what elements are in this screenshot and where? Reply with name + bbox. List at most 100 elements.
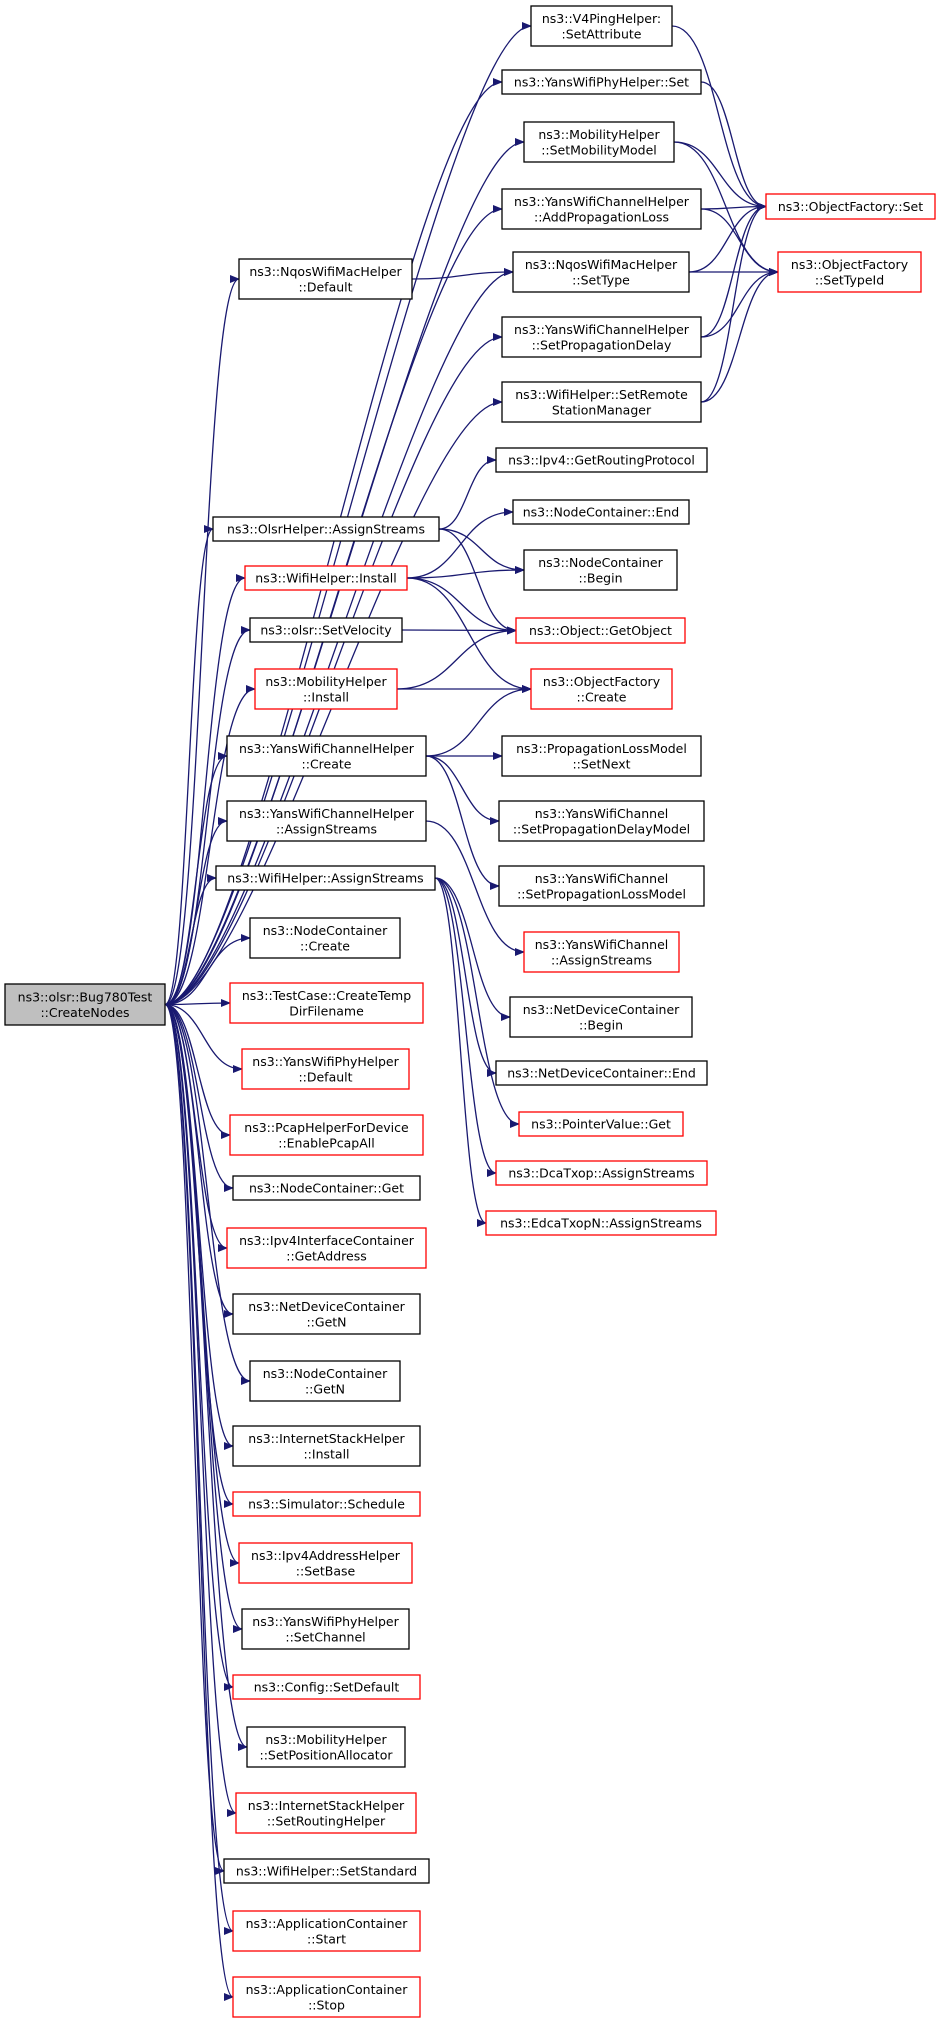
function-node-yphydefault[interactable]: ns3::YansWifiPhyHelper::Default [241,1048,410,1090]
edge [164,1003,234,1691]
edge [164,574,246,1006]
call-edge-root-to-appstop [164,1003,234,2001]
function-node-plmsetnext[interactable]: ns3::PropagationLossModel::SetNext [501,735,702,777]
node-label: ::Default [298,279,352,294]
function-node-olsrassign[interactable]: ns3::OlsrHelper::AssignStreams [212,516,440,542]
call-edge-root-to-nqosdefault [164,275,240,1006]
function-node-edcaassign[interactable]: ns3::EdcaTxopN::AssignStreams [485,1210,717,1236]
function-node-ofcreate[interactable]: ns3::ObjectFactory::Create [530,668,673,710]
function-node-ncgetn[interactable]: ns3::NodeContainer::GetN [249,1360,401,1402]
function-node-simschedule[interactable]: ns3::Simulator::Schedule [232,1491,421,1517]
node-label: ns3::ObjectFactory::Set [778,199,923,214]
function-node-ishsetrouting[interactable]: ns3::InternetStackHelper::SetRoutingHelp… [235,1792,417,1834]
function-node-root[interactable]: ns3::olsr::Bug780Test::CreateNodes [4,983,166,1026]
function-node-yphyset[interactable]: ns3::YansWifiPhyHelper::Set [501,69,702,95]
edge [164,1003,234,1192]
edge [434,877,487,1227]
function-node-ychansetlossmodel[interactable]: ns3::YansWifiChannel::SetPropagationLoss… [498,865,705,907]
function-node-ishinstall[interactable]: ns3::InternetStackHelper::Install [232,1425,421,1467]
function-node-nqosdefault[interactable]: ns3::NqosWifiMacHelper::Default [238,258,413,300]
function-node-dcaassign[interactable]: ns3::DcaTxop::AssignStreams [495,1160,708,1186]
function-node-ychanaddloss[interactable]: ns3::YansWifiChannelHelper::AddPropagati… [501,188,702,230]
edge [700,268,779,338]
function-node-nccreate[interactable]: ns3::NodeContainer::Create [249,917,401,959]
node-label: ::AssignStreams [276,821,377,836]
function-node-ptrget[interactable]: ns3::PointerValue::Get [518,1111,684,1137]
edge [425,820,525,956]
node-label: ::AddPropagationLoss [534,209,669,224]
node-box [215,865,436,891]
node-label: ::AssignStreams [551,952,652,967]
function-node-ndcgetn[interactable]: ns3::NetDeviceContainer::GetN [232,1293,421,1335]
function-node-ofsettypeid[interactable]: ns3::ObjectFactory::SetTypeId [777,251,922,293]
call-edge-root-to-tccreatetemp [164,999,231,1008]
node-label: ns3::ObjectFactory [791,257,909,272]
node-box [523,931,680,973]
node-label: ns3::NodeContainer [263,923,388,938]
function-node-ipv4icgetaddr[interactable]: ns3::Ipv4InterfaceContainer::GetAddress [226,1227,427,1269]
call-edge-ychanaddloss-to-ofsettypeid [700,208,779,276]
call-edge-olsrassign-to-objgetobj [438,528,517,635]
function-node-wifiinstall[interactable]: ns3::WifiHelper::Install [244,565,408,591]
function-node-ndcend[interactable]: ns3::NetDeviceContainer::End [495,1060,708,1086]
node-label: ns3::Ipv4AddressHelper [251,1548,401,1563]
node-label: ns3::YansWifiChannelHelper [239,806,415,821]
call-edge-olsrassign-to-ipv4getrouting [438,456,497,530]
function-node-ywcassign[interactable]: ns3::YansWifiChannel::AssignStreams [523,931,680,973]
function-node-appstop[interactable]: ns3::ApplicationContainer::Stop [232,1976,421,2018]
function-node-wifisetstd[interactable]: ns3::WifiHelper::SetStandard [223,1858,430,1884]
node-label: ::Create [302,756,352,771]
node-box [226,1227,427,1269]
function-node-yphysetchan[interactable]: ns3::YansWifiPhyHelper::SetChannel [241,1608,410,1650]
call-edge-v4ping-to-ofset [671,25,767,211]
function-node-v4ping[interactable]: ns3::V4PingHelper::SetAttribute [530,5,673,47]
function-node-cfgsetdefault[interactable]: ns3::Config::SetDefault [232,1674,421,1700]
node-box [523,121,675,163]
function-node-olsrsetvel[interactable]: ns3::olsr::SetVelocity [249,617,403,643]
edge [164,275,240,1006]
node-box [244,565,408,591]
node-label: ns3::YansWifiPhyHelper [252,1054,399,1069]
function-node-ofset[interactable]: ns3::ObjectFactory::Set [765,193,936,220]
function-node-pcapall[interactable]: ns3::PcapHelperForDevice::EnablePcapAll [229,1114,424,1156]
node-label: ns3::YansWifiChannel [535,806,669,821]
function-node-ipv4getrouting[interactable]: ns3::Ipv4::GetRoutingProtocol [495,447,708,473]
function-node-wifiassign[interactable]: ns3::WifiHelper::AssignStreams [215,865,436,891]
function-node-ncbegin[interactable]: ns3::NodeContainer::Begin [523,549,678,591]
function-node-ychancreate[interactable]: ns3::YansWifiChannelHelper::Create [226,735,427,777]
node-box [512,499,690,525]
function-node-ndcbegin[interactable]: ns3::NetDeviceContainer::Begin [509,996,693,1038]
function-node-ncget[interactable]: ns3::NodeContainer::Get [232,1175,421,1201]
node-box [223,1858,430,1884]
function-node-ychanassign[interactable]: ns3::YansWifiChannelHelper::AssignStream… [226,800,427,842]
node-box [501,316,702,358]
node-label: ns3::NetDeviceContainer [523,1002,680,1017]
node-box [249,1360,401,1402]
function-node-appstart[interactable]: ns3::ApplicationContainer::Start [232,1910,421,1952]
function-node-ychansetdelaymodel[interactable]: ns3::YansWifiChannel::SetPropagationDela… [498,800,705,842]
function-node-ipv4setbase[interactable]: ns3::Ipv4AddressHelper::SetBase [238,1542,413,1584]
function-node-mobsetpos[interactable]: ns3::MobilityHelper::SetPositionAllocato… [246,1726,406,1768]
node-label: ns3::ApplicationContainer [246,1982,409,1997]
node-label: ns3::YansWifiPhyHelper::Set [514,75,689,90]
function-node-objgetobj[interactable]: ns3::Object::GetObject [515,617,686,644]
function-node-nqossettype[interactable]: ns3::NqosWifiMacHelper::SetType [512,251,690,293]
function-node-mobinstall[interactable]: ns3::MobilityHelper::Install [254,668,398,710]
edge [164,1003,243,1633]
edge [164,1003,231,1139]
node-label: ns3::MobilityHelper [538,127,660,142]
function-node-ychansetdelay[interactable]: ns3::YansWifiChannelHelper::SetPropagati… [501,316,702,358]
node-label: ::Create [300,938,350,953]
node-box [241,1608,410,1650]
node-label: ns3::olsr::SetVelocity [260,623,392,638]
node-box [501,69,702,95]
call-edge-root-to-yphydefault [164,1003,243,1073]
call-edge-ychancreate-to-ychansetdelaymodel [425,755,500,825]
node-label: StationManager [552,402,652,417]
function-node-ncend[interactable]: ns3::NodeContainer::End [512,499,690,525]
node-label: ns3::NetDeviceContainer::End [507,1066,696,1081]
function-node-mobsetmodel[interactable]: ns3::MobilityHelper::SetMobilityModel [523,121,675,163]
node-label: ::Install [303,1446,349,1461]
